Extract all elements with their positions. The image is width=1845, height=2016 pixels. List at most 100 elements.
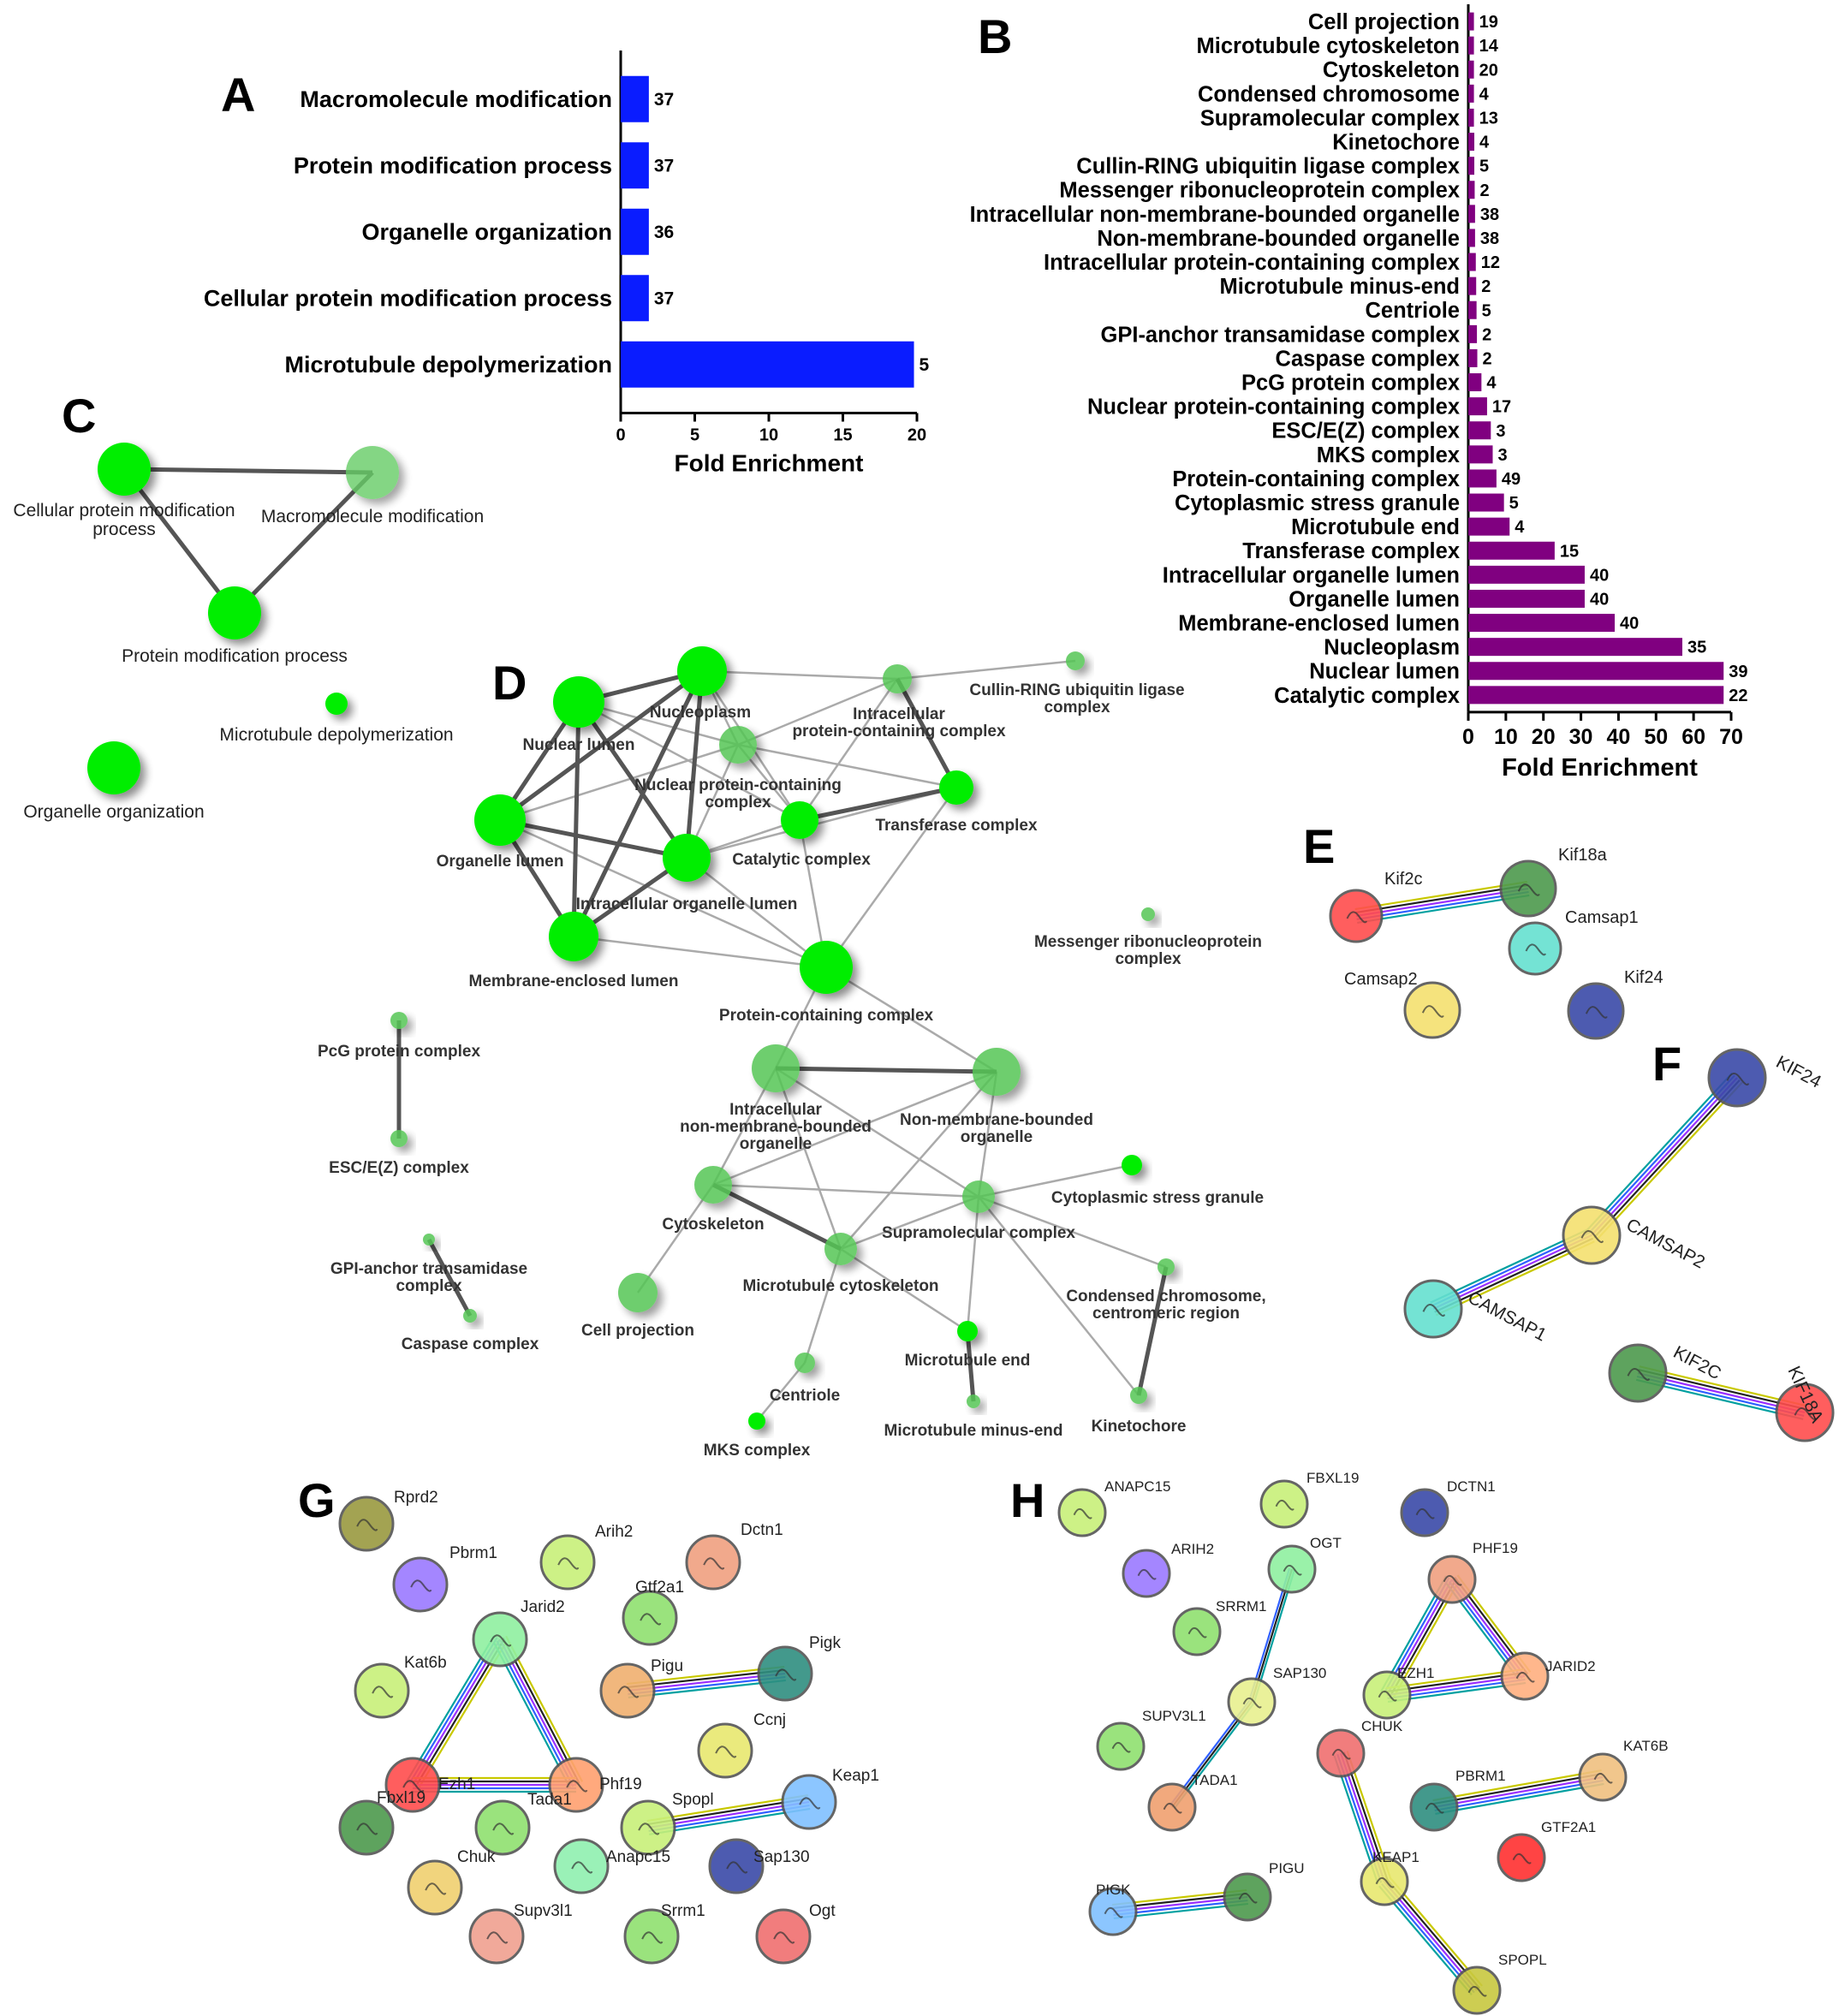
edge <box>1593 1079 1741 1239</box>
protein-structure-icon <box>1275 1499 1294 1511</box>
x-tick-label: 15 <box>833 426 852 445</box>
category-label: Condensed chromosome <box>1198 82 1460 106</box>
edge <box>686 786 957 859</box>
data-label: 37 <box>654 289 674 309</box>
bar <box>1468 614 1616 633</box>
category-label: Transferase complex <box>1242 539 1460 563</box>
edge <box>412 1638 501 1786</box>
protein-node <box>338 1799 395 1856</box>
node-tc <box>939 770 973 805</box>
panel-label-d: D <box>492 656 527 710</box>
protein-structure-icon <box>799 1797 821 1810</box>
category-label: Catalytic complex <box>1274 684 1460 708</box>
protein-structure-icon <box>1443 1574 1462 1586</box>
protein-structure-icon <box>356 1823 378 1835</box>
node-label: Organelle organization <box>23 802 204 822</box>
node-label: ANAPC15 <box>1104 1478 1170 1495</box>
protein-structure-icon <box>775 1668 797 1681</box>
node-label: OGT <box>1310 1535 1342 1551</box>
node-pmp <box>208 586 261 639</box>
bar <box>1468 157 1475 175</box>
protein-structure-icon <box>1585 1006 1608 1019</box>
protein-node <box>1452 1965 1502 2015</box>
bar <box>1468 397 1487 416</box>
category-label: Intracellular protein-containing complex <box>1044 251 1460 275</box>
x-tick-label: 10 <box>1494 725 1518 749</box>
bar <box>1468 348 1478 367</box>
protein-node <box>1267 1544 1317 1594</box>
category-label: Organelle organization <box>361 219 612 245</box>
edge <box>824 787 958 968</box>
category-label: Protein modification process <box>294 153 612 179</box>
category-label: Organelle lumen <box>1289 587 1460 611</box>
node-label: PIGU <box>1269 1860 1305 1876</box>
protein-structure-icon <box>571 1861 593 1874</box>
edge <box>573 935 827 969</box>
edge <box>1433 1775 1604 1809</box>
protein-node <box>392 1556 449 1613</box>
category-label: Macromolecule modification <box>300 86 612 112</box>
edge <box>775 1066 997 1074</box>
edge <box>492 1642 571 1789</box>
category-label: Cell projection <box>1308 10 1460 34</box>
bar <box>1468 229 1475 247</box>
node-pcg <box>390 1012 408 1029</box>
node-label: Jarid2 <box>521 1598 565 1616</box>
protein-structure-icon <box>1627 1368 1651 1382</box>
bar <box>1468 324 1478 343</box>
category-label: Kinetochore <box>1332 130 1460 154</box>
data-label: 2 <box>1483 349 1492 368</box>
edge <box>499 818 827 969</box>
protein-node <box>755 1908 812 1965</box>
protein-node <box>1316 1728 1366 1778</box>
node-label: SPOPL <box>1498 1952 1547 1968</box>
node-label: PcG protein complex <box>318 1043 480 1061</box>
category-label: Membrane-enclosed lumen <box>1178 611 1460 635</box>
protein-node <box>1122 1549 1171 1598</box>
protein-node <box>407 1859 463 1916</box>
edge <box>774 1067 842 1250</box>
category-label: Non-membrane-bounded organelle <box>1097 227 1460 251</box>
node-label: Transferase complex <box>875 817 1037 835</box>
protein-node <box>1172 1607 1222 1656</box>
protein-structure-icon <box>1421 1005 1444 1018</box>
protein-node <box>599 1662 656 1719</box>
data-label: 36 <box>654 223 674 242</box>
node-label: Centriole <box>770 1387 840 1405</box>
edge <box>1356 890 1529 921</box>
data-label: 20 <box>1479 61 1498 80</box>
protein-structure-icon <box>641 1931 664 1944</box>
edge <box>798 678 899 821</box>
node-label: Ezh1 <box>438 1775 475 1793</box>
node-label: Cell projection <box>581 1322 694 1340</box>
node-ol <box>474 794 526 846</box>
data-label: 40 <box>1620 615 1639 633</box>
x-tick-label: 20 <box>1532 725 1556 749</box>
edge <box>895 677 959 789</box>
protein-node <box>1403 981 1461 1039</box>
category-label: Microtubule depolymerization <box>284 352 612 378</box>
category-label: Microtubule cytoskeleton <box>1197 34 1460 58</box>
panel-label-f: F <box>1652 1037 1681 1091</box>
node-mm <box>346 446 399 499</box>
category-label: GPI-anchor transamidase complex <box>1101 323 1460 347</box>
bar <box>1468 469 1497 488</box>
x-tick-label: 50 <box>1644 725 1668 749</box>
protein-node <box>472 1611 528 1668</box>
protein-node <box>622 1590 678 1646</box>
panel-label-e: E <box>1303 819 1335 873</box>
node-label: Anapc15 <box>606 1848 670 1866</box>
protein-node <box>1497 1833 1546 1882</box>
bar <box>621 275 649 322</box>
protein-structure-icon <box>557 1557 580 1570</box>
node-label: EZH1 <box>1397 1665 1434 1681</box>
category-label: Microtubule minus-end <box>1220 275 1461 299</box>
